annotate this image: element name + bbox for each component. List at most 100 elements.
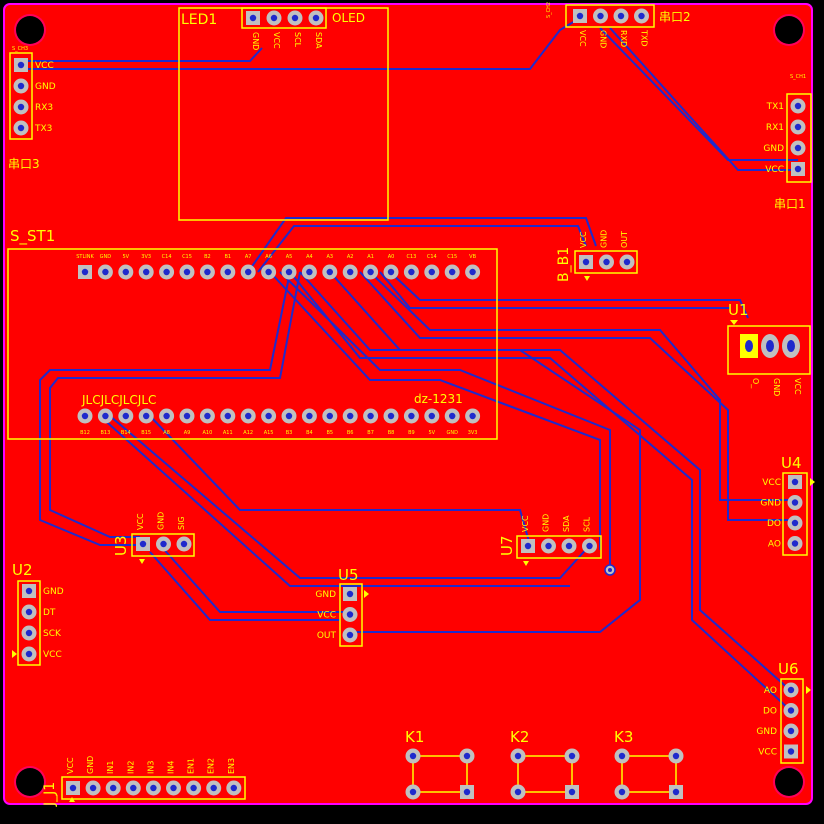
sst1-pin-label: A0 <box>388 254 395 260</box>
u3-pin-1 <box>156 536 171 552</box>
sst1-pin-8 <box>240 408 256 424</box>
mount-hole-br <box>773 766 805 798</box>
key-button-1[interactable]: K1 <box>405 728 475 800</box>
key-pad <box>459 748 475 764</box>
ch1-pin-1 <box>790 119 806 135</box>
led1-pin-label: SDA <box>314 32 323 49</box>
u2-pin-2 <box>21 625 37 641</box>
u5-pin-1 <box>342 607 358 622</box>
sst1-brand: JLCJLCJLCJLC <box>81 393 156 407</box>
j1-pin-3 <box>125 780 141 796</box>
trace <box>149 415 531 546</box>
trace <box>269 271 601 550</box>
sst1-module: dz-1231 <box>414 392 463 406</box>
u6-pin1-marker <box>806 686 811 694</box>
trace <box>20 47 263 62</box>
ch1-pin-2 <box>790 140 806 156</box>
u1-pin-0 <box>740 334 758 358</box>
u1-pin-label: O_ <box>751 378 760 389</box>
u6-pin-0 <box>783 682 799 698</box>
trace <box>99 415 570 587</box>
ch1-pin-label: RX1 <box>766 123 784 133</box>
sst1-pin-label: A11 <box>223 430 233 436</box>
u3-pin1-marker <box>139 559 145 564</box>
sst1-pin-label: B5 <box>326 430 333 436</box>
ch3-pin-0 <box>14 58 28 72</box>
sst1-pin-19 <box>465 264 481 280</box>
sst1-outline <box>7 248 498 440</box>
u3-outline <box>131 533 195 557</box>
mount-hole-tl <box>14 14 46 46</box>
sst1-pin-label: A2 <box>347 254 354 260</box>
u3-pin-2 <box>176 536 192 552</box>
ch2-header-outline <box>565 4 655 28</box>
trace <box>149 551 340 621</box>
u4-pin-1 <box>787 495 803 510</box>
trace <box>247 217 597 273</box>
sst1-pin-label: B4 <box>306 430 313 436</box>
sst1-pin-7 <box>220 264 236 280</box>
key-ref: K1 <box>405 728 424 746</box>
sst1-pin-1 <box>97 264 113 280</box>
j1-pin-label: IN3 <box>146 761 155 774</box>
ch3-pin-3 <box>13 120 29 136</box>
ch3-ref: 串口3 <box>8 157 40 171</box>
j1-pin-label: EN2 <box>207 758 216 774</box>
trace <box>39 271 291 546</box>
u6-pin-1 <box>783 703 799 718</box>
u2-outline <box>17 580 41 666</box>
u4-pin-label: AO <box>768 540 781 550</box>
key-pad <box>565 785 579 799</box>
ch3-pin-1 <box>13 78 29 94</box>
ch3-pin-label: VCC <box>35 61 54 71</box>
u5-pin-label: VCC <box>317 611 336 621</box>
sst1-pin-12 <box>322 408 338 424</box>
led1-pin-3 <box>308 10 324 26</box>
bb1-pin-2 <box>619 254 635 270</box>
u5-ref: U5 <box>338 566 359 584</box>
sst1-pin-label: 5V <box>428 430 435 436</box>
key-outline <box>412 755 468 793</box>
sst1-pin-18 <box>444 408 460 424</box>
key-pad <box>510 784 526 800</box>
sst1-pin-label: B14 <box>121 430 131 436</box>
sst1-pin-4 <box>159 264 175 280</box>
u7-pin-label: GND <box>542 514 551 532</box>
sst1-pin-label: A9 <box>184 430 191 436</box>
sst1-pin-label: B1 <box>224 254 231 260</box>
key-button-2[interactable]: K2 <box>510 728 580 800</box>
u4-ref: U4 <box>781 454 802 472</box>
u2-ref: U2 <box>12 561 33 579</box>
bb1-pin-label: OUT <box>620 231 629 248</box>
sst1-pin-8 <box>240 264 256 280</box>
key-button-3[interactable]: K3 <box>614 728 684 800</box>
led1-name: OLED <box>332 11 365 25</box>
key-pad <box>614 748 630 764</box>
sst1-pin-label: A3 <box>326 254 333 260</box>
ch2-pin-2 <box>613 8 629 24</box>
sst1-pin-6 <box>199 408 215 424</box>
ch2-pin-label: GND <box>599 30 608 48</box>
u7-outline <box>516 535 602 559</box>
